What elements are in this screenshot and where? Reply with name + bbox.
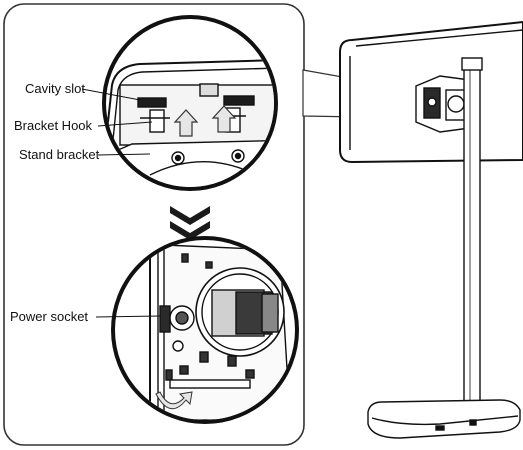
callout-power-socket: Power socket	[10, 309, 88, 324]
callout-stand-bracket: Stand bracket	[19, 147, 100, 162]
curved-arrow-icon	[155, 391, 193, 410]
stand-base	[367, 399, 521, 439]
cavity-slot-right	[223, 95, 255, 106]
callout-cavity-slot: Cavity slot	[25, 81, 85, 96]
callout-bracket-hook: Bracket Hook	[14, 118, 93, 133]
mount-bracket	[415, 75, 471, 133]
cavity-slot-left	[137, 97, 167, 108]
power-socket-body	[159, 305, 171, 333]
display-on-stand	[339, 20, 523, 439]
upward-arrow-icon	[173, 105, 237, 137]
stand-pole	[463, 61, 481, 413]
double-chevron-down-icon	[170, 206, 210, 240]
leader-lines-top	[81, 88, 153, 156]
leader-line-power-socket	[95, 315, 161, 318]
power-socket-detail-circle	[111, 236, 299, 424]
